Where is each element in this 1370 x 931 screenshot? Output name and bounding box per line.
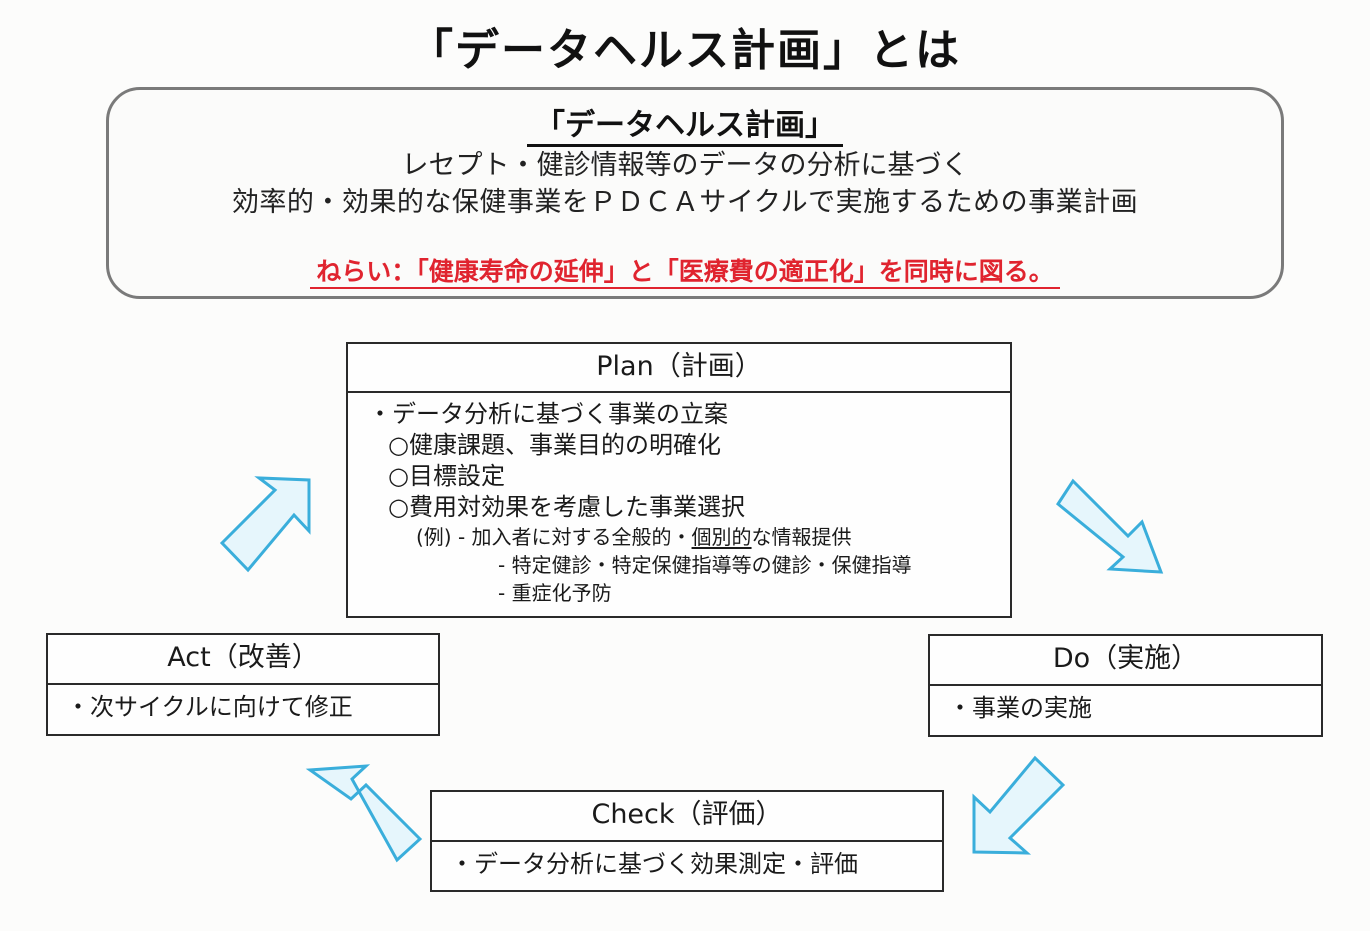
- act-body: ・次サイクルに向けて修正: [66, 693, 353, 721]
- page-title: 「データヘルス計画」とは: [409, 25, 961, 76]
- definition-aim-text: ねらい：「健康寿命の延伸」と「医療費の適正化」を同時に図る。: [310, 257, 1060, 289]
- plan-example-1: (例) - 加入者に対する全般的・個別的な情報提供: [368, 523, 1010, 551]
- definition-line-1: レセプト・健診情報等のデータの分析に基づく: [401, 150, 969, 181]
- plan-box: Plan（計画） ・データ分析に基づく事業の立案 ○健康課題、事業目的の明確化 …: [346, 342, 1012, 618]
- check-body: ・データ分析に基づく効果測定・評価: [450, 850, 858, 878]
- definition-heading: 「データヘルス計画」: [0, 100, 1370, 147]
- cycle-arrow-up-left-icon: [305, 764, 423, 863]
- plan-item: ○目標設定: [388, 462, 505, 490]
- definition-box: [106, 87, 1284, 299]
- plan-item: ・データ分析に基づく事業の立案: [368, 400, 728, 428]
- definition-line-2: 効率的・効果的な保健事業をＰＤＣＡサイクルで実施するための事業計画: [231, 187, 1139, 218]
- plan-example-2: - 特定健診・特定保健指導等の健診・保健指導: [498, 553, 912, 577]
- plan-item: ○健康課題、事業目的の明確化: [388, 431, 721, 459]
- plan-example-suffix: な情報提供: [751, 525, 852, 549]
- definition-aim: ねらい：「健康寿命の延伸」と「医療費の適正化」を同時に図る。: [0, 252, 1370, 289]
- check-box: Check（評価） ・データ分析に基づく効果測定・評価: [430, 790, 944, 892]
- check-header: Check（評価）: [432, 792, 942, 842]
- do-header: Do（実施）: [930, 636, 1321, 686]
- cycle-arrow-up-right-icon: [219, 476, 311, 573]
- definition-heading-text: 「データヘルス計画」: [527, 108, 843, 147]
- plan-example-underlined: 個別的: [691, 525, 752, 549]
- act-box: Act（改善） ・次サイクルに向けて修正: [46, 633, 440, 736]
- cycle-arrow-down-left-icon: [972, 755, 1066, 855]
- plan-item: ○費用対効果を考慮した事業選択: [388, 493, 745, 521]
- do-box: Do（実施） ・事業の実施: [928, 634, 1323, 737]
- plan-body: ・データ分析に基づく事業の立案 ○健康課題、事業目的の明確化 ○目標設定 ○費用…: [348, 393, 1010, 607]
- plan-header: Plan（計画）: [348, 344, 1010, 393]
- do-body: ・事業の実施: [948, 694, 1092, 722]
- plan-example-3: - 重症化予防: [498, 581, 612, 605]
- act-header: Act（改善）: [48, 635, 438, 685]
- cycle-arrow-down-right-icon: [1056, 478, 1164, 574]
- plan-example-prefix: (例) - 加入者に対する全般的・: [416, 525, 692, 549]
